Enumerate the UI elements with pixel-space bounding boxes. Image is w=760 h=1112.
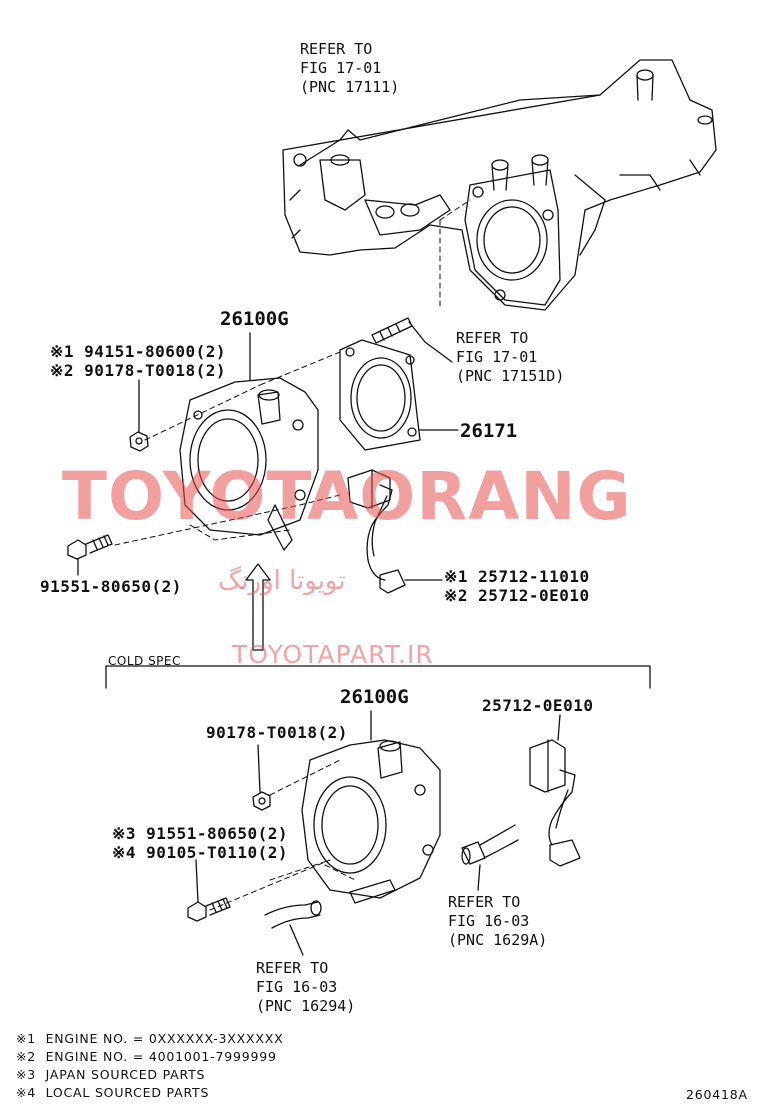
refer-hose-right-line1: REFER TO [448,893,521,911]
sensor-upper-drawing [347,469,443,594]
stud-bolt-drawing [371,317,453,363]
gasket-drawing [339,339,459,451]
watermark-persian: تویوتا اورنگ [218,566,346,596]
footnote-2: ※2 ENGINE NO. = 4001001-7999999 [16,1049,277,1064]
part-label-gasket: 26171 [460,420,518,442]
cold-spec-label: COLD SPEC [108,654,181,668]
refer-hose-right-line2: FIG 16-03 [448,912,530,930]
refer-hose-left-line1: REFER TO [256,959,329,977]
nut-lower-drawing [252,744,271,811]
part-label-sensor-lower: 25712-0E010 [482,696,594,715]
refer-stud-line2: FIG 17-01 [456,348,538,366]
part-label-throttle-body-lower: 26100G [340,686,409,708]
refer-manifold-line1: REFER TO [300,40,373,58]
part-label-bolt-4: ※4 90105-T0110(2) [112,843,289,862]
alignment-lines-upper [114,199,471,546]
footnote-4: ※4 LOCAL SOURCED PARTS [16,1085,210,1100]
bolt-upper-drawing [67,534,113,576]
part-label-nut-lower: 90178-T0018(2) [206,723,348,742]
refer-stud-line1: REFER TO [456,329,529,347]
bolt-lower-drawing [187,859,231,922]
part-label-throttle-body-upper: 26100G [220,308,289,330]
part-label-nut-2: ※2 90178-T0018(2) [50,361,227,380]
alignment-lines-lower [209,759,356,911]
part-label-bolt-3: ※3 91551-80650(2) [112,824,289,843]
sensor-lower-drawing [529,714,581,867]
intake-manifold-drawing [282,59,717,311]
cold-spec-bracket [105,665,651,689]
watermark-site: TOYOTAPART.IR [232,640,434,669]
figure-id: 260418A [686,1087,748,1102]
refer-hose-right-line3: (PNC 1629A) [448,931,548,949]
part-label-sensor-1: ※1 25712-11010 [444,567,590,586]
part-label-bolt-upper: 91551-80650(2) [40,577,182,596]
refer-hose-left-line3: (PNC 16294) [256,997,356,1015]
watermark-brand: TOYOTAORANG [62,458,632,535]
nut-upper-drawing [129,379,149,452]
refer-hose-left-line2: FIG 16-03 [256,978,338,996]
refer-manifold-line3: (PNC 17111) [300,78,400,96]
hose-right-drawing [461,824,519,891]
footnote-3: ※3 JAPAN SOURCED PARTS [16,1067,206,1082]
hose-left-drawing [264,900,322,956]
footnote-1: ※1 ENGINE NO. = 0XXXXXX-3XXXXXX [16,1031,284,1046]
part-label-nut-1: ※1 94151-80600(2) [50,342,227,361]
throttle-body-upper-drawing [179,332,319,551]
throttle-body-lower-drawing [301,710,441,904]
flow-arrow [245,563,271,651]
refer-manifold-line2: FIG 17-01 [300,59,382,77]
refer-stud-line3: (PNC 17151D) [456,367,565,385]
part-label-sensor-2: ※2 25712-0E010 [444,586,590,605]
